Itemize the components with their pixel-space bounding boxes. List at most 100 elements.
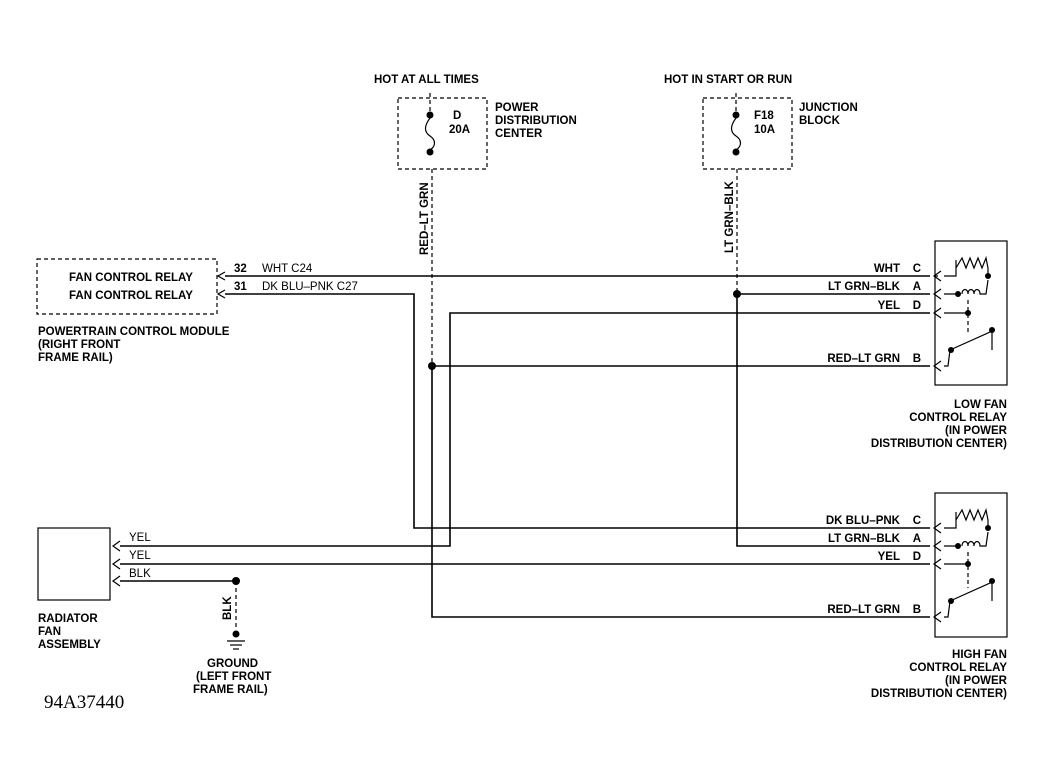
fuse-f18-location-1: JUNCTION xyxy=(799,102,858,114)
low-relay-node-3 xyxy=(965,310,971,316)
low-relay-d-wire: YEL xyxy=(878,300,900,312)
fan-wire-1: YEL xyxy=(129,532,151,544)
low-relay-a-label: A xyxy=(913,281,921,293)
fan-box xyxy=(37,527,111,601)
low-relay-node-4 xyxy=(948,347,954,353)
high-relay-node-1 xyxy=(985,525,991,531)
high-relay-box xyxy=(934,492,1008,638)
high-relay-d-wire: YEL xyxy=(878,551,900,563)
pcm-box xyxy=(36,258,218,315)
fuse-d-location-3: CENTER xyxy=(495,128,543,140)
low-relay-pin-b-icon xyxy=(932,360,942,372)
pcm-pin-32-label: FAN CONTROL RELAY xyxy=(69,272,193,284)
fuse-d-location-1: POWER xyxy=(495,102,539,114)
fan-connector-1-icon xyxy=(111,540,121,552)
high-relay-a-wire: LT GRN–BLK xyxy=(828,533,901,545)
low-relay-d-label: D xyxy=(913,300,921,312)
fuse-f18-box xyxy=(702,97,793,170)
fuse-d-rating: 20A xyxy=(449,124,470,136)
high-relay-group: C DK BLU–PNK A LT GRN–BLK D YEL B RED–LT… xyxy=(826,492,1008,700)
pcm-caption-1: POWERTRAIN CONTROL MODULE xyxy=(38,326,230,338)
ground-group: BLK GROUND (LEFT FRONT FRAME RAIL) xyxy=(193,596,271,696)
high-relay-node-4 xyxy=(948,598,954,604)
pcm-caption-3: FRAME RAIL) xyxy=(38,352,113,364)
low-relay-node-1 xyxy=(985,273,991,279)
low-relay-caption-4: DISTRIBUTION CENTER) xyxy=(871,438,1007,450)
high-relay-node-2 xyxy=(955,543,961,549)
wire-dkblu-pnk-c27 xyxy=(225,293,930,529)
low-relay-group: C WHT A LT GRN–BLK D YEL B RED–LT GRN LO… xyxy=(827,240,1008,450)
wire-yel-low xyxy=(120,312,930,547)
high-relay-pin-b-icon xyxy=(932,611,942,623)
low-relay-pin-d-icon xyxy=(932,307,942,319)
ground-caption-1: GROUND xyxy=(207,658,258,670)
high-relay-b-wire: RED–LT GRN xyxy=(827,604,900,616)
high-relay-d-label: D xyxy=(913,551,921,563)
fuse-d-element-icon xyxy=(424,117,436,151)
pcm-group: FAN CONTROL RELAY FAN CONTROL RELAY 32 W… xyxy=(36,258,358,364)
low-relay-caption-1: LOW FAN xyxy=(954,399,1007,411)
high-relay-b-label: B xyxy=(913,604,921,616)
low-relay-coil-icon xyxy=(944,279,989,295)
low-relay-a-wire: LT GRN–BLK xyxy=(828,281,901,293)
wire-red-ltgrn-high xyxy=(431,366,930,618)
pcm-pin-31-label: FAN CONTROL RELAY xyxy=(69,290,193,302)
fan-group: YEL YEL BLK RADIATOR FAN ASSEMBLY xyxy=(37,527,151,651)
high-relay-caption-3: (IN POWER xyxy=(945,675,1008,687)
fan-connector-2-icon xyxy=(111,558,121,570)
pcm-connector-32-icon xyxy=(216,271,226,281)
high-relay-a-label: A xyxy=(913,533,921,545)
high-relay-node-5 xyxy=(989,578,995,584)
low-relay-switch-icon xyxy=(944,327,993,367)
low-relay-pin-c-icon xyxy=(932,270,942,282)
high-relay-switch-icon xyxy=(944,578,993,618)
high-relay-pin-d-icon xyxy=(932,558,942,570)
low-relay-b-label: B xyxy=(913,353,921,365)
fuse-f18-element-icon xyxy=(730,117,742,151)
fuse-d-terminal-bottom xyxy=(426,148,434,156)
high-relay-c-wire: DK BLU–PNK xyxy=(826,515,901,527)
wire-ltgrn-blk-high xyxy=(736,294,930,547)
high-relay-caption-2: CONTROL RELAY xyxy=(909,662,1007,674)
fuse-f18-terminal-bottom xyxy=(732,148,740,156)
fuse-f18-group: HOT IN START OR RUN F18 10A JUNCTION BLO… xyxy=(664,74,858,294)
low-relay-pin-a-icon xyxy=(932,288,942,300)
pcm-pin-32-wire: WHT C24 xyxy=(262,263,313,275)
fuse-f18-header: HOT IN START OR RUN xyxy=(664,74,792,86)
fuse-d-header: HOT AT ALL TIMES xyxy=(374,74,479,86)
fuse-d-id: D xyxy=(453,110,461,122)
fuse-f18-wire-label: LT GRN–BLK xyxy=(724,180,736,253)
ground-wire-label: BLK xyxy=(222,596,234,620)
fuse-d-group: HOT AT ALL TIMES D 20A POWER DISTRIBUTIO… xyxy=(374,74,577,366)
low-relay-caption-3: (IN POWER xyxy=(945,425,1008,437)
wires xyxy=(120,275,930,630)
fuse-d-terminal-top xyxy=(426,111,434,119)
ground-caption-2: (LEFT FRONT xyxy=(196,671,271,683)
high-relay-c-label: C xyxy=(913,515,921,527)
fan-wire-2: YEL xyxy=(129,550,151,562)
fan-caption-1: RADIATOR xyxy=(38,613,98,625)
high-relay-coil-icon xyxy=(944,531,989,547)
high-relay-caption-4: DISTRIBUTION CENTER) xyxy=(871,688,1007,700)
ground-icon xyxy=(227,640,245,650)
splice-red-ltgrn xyxy=(428,362,436,370)
high-relay-resistor-icon xyxy=(944,507,989,529)
low-relay-resistor-icon xyxy=(944,255,989,277)
high-relay-pin-a-icon xyxy=(932,540,942,552)
fuse-f18-terminal-top xyxy=(732,111,740,119)
low-relay-caption-2: CONTROL RELAY xyxy=(909,412,1007,424)
fan-caption-3: ASSEMBLY xyxy=(38,639,101,651)
ground-caption-3: FRAME RAIL) xyxy=(193,684,268,696)
fan-wire-3: BLK xyxy=(129,568,151,580)
fuse-f18-rating: 10A xyxy=(754,124,775,136)
low-relay-c-wire: WHT xyxy=(874,263,900,275)
pcm-caption-2: (RIGHT FRONT xyxy=(38,339,120,351)
fuse-f18-location-2: BLOCK xyxy=(799,115,841,127)
low-relay-node-5 xyxy=(989,327,995,333)
high-relay-caption-1: HIGH FAN xyxy=(952,649,1007,661)
figure-code: 94A37440 xyxy=(44,692,124,713)
pcm-connector-31-icon xyxy=(216,289,226,299)
fuse-f18-id: F18 xyxy=(754,110,774,122)
fuse-d-box xyxy=(397,97,488,170)
low-relay-c-label: C xyxy=(913,263,921,275)
